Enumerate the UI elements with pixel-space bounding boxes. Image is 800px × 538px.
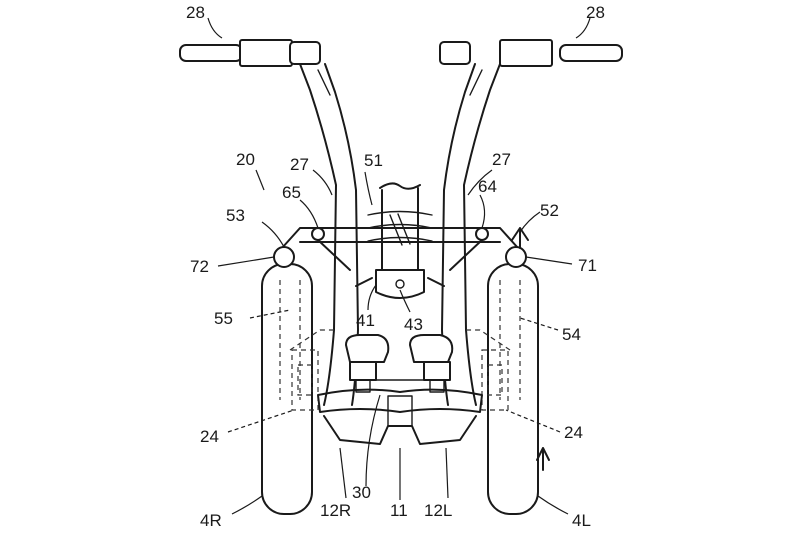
caliper-right [345,334,390,393]
label-51: 51 [364,151,383,170]
label-53: 53 [226,206,245,225]
label-65: 65 [282,183,301,202]
leader-30 [365,394,381,487]
leader-53 [261,221,285,248]
label-71: 71 [578,256,597,275]
leader-12L [445,447,449,499]
handlebar-left [179,39,321,67]
label-55: 55 [214,309,233,328]
label-12L: 12L [424,501,452,520]
label-41: 41 [356,311,375,330]
label-28-left: 28 [186,3,205,22]
handlebar-right [439,39,623,67]
label-20: 20 [236,150,255,169]
label-24-left: 24 [200,427,219,446]
leader-12R [339,447,347,499]
leader-72 [217,256,275,267]
leader-27b [467,169,493,196]
leader-20 [255,169,265,191]
leader-52 [519,211,541,233]
leader-4L [537,495,569,515]
leader-71 [525,256,573,265]
label-43: 43 [404,315,423,334]
label-11: 11 [390,501,408,520]
leader-64 [479,194,486,229]
label-24-right: 24 [564,423,583,442]
leader-51 [364,171,373,206]
leader-28b [575,17,591,39]
label-30: 30 [352,483,371,502]
leader-43 [399,289,411,313]
label-4L: 4L [572,511,591,530]
upper-cross-member [281,227,519,271]
hub-outline-right [289,329,336,411]
label-54: 54 [562,325,581,344]
leader-24b [505,409,561,433]
leader-41 [367,284,377,311]
shock-unit [355,182,445,299]
leader-28a [207,17,223,39]
caliper-left [409,334,454,393]
leader-24a [227,409,295,433]
label-64: 64 [478,177,497,196]
fork-arm-right-side [299,63,359,406]
leader-4R [231,495,263,515]
label-12R: 12R [320,501,351,520]
label-72: 72 [190,257,209,276]
leader-27a [312,169,333,196]
label-4R: 4R [200,511,222,530]
wheel-4R [261,246,313,515]
lower-frame [317,379,483,445]
fork-arm-left-side [441,63,501,406]
label-52: 52 [540,201,559,220]
direction-arrow-forward [536,447,550,471]
wheel-4L [487,246,539,515]
label-27-right: 27 [492,150,511,169]
leader-65 [299,199,319,229]
label-28-right: 28 [586,3,605,22]
hub-outline-left [464,329,511,411]
label-27-left: 27 [290,155,309,174]
